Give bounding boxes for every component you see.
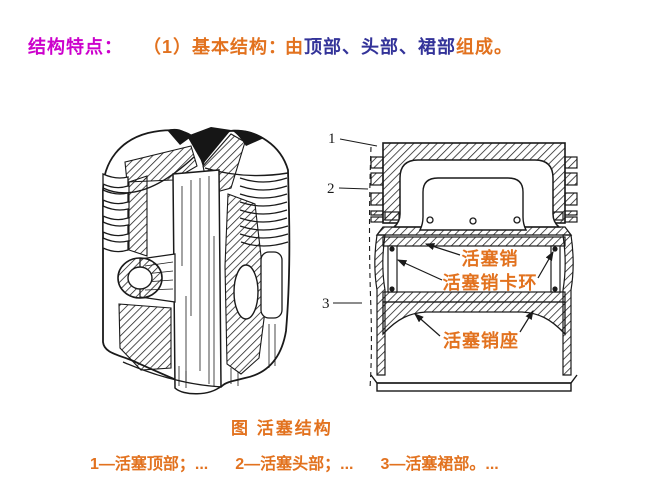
skirt-wall-right [562,234,574,376]
crown-notch-shadow [187,127,231,164]
headline-desc-suffix: 组成。 [456,37,513,57]
crown-notch-shadow-right [231,129,264,146]
inner-chamber [418,177,528,231]
pin-top-band [382,236,566,247]
piston-3d-cutaway-figure [102,127,291,395]
circlips [387,245,561,293]
chamber-holes [426,216,521,225]
label-piston-pin: 活塞销 [462,248,519,269]
callout-3: 3 [322,296,330,312]
skirt-wall-left [374,234,386,376]
skirt-shading [178,324,276,388]
crown-notch-shadow-left [167,128,191,145]
pin-hole [127,266,153,290]
skirt-bottom-edge [122,361,223,388]
left-cut-plane [128,175,148,257]
ring-sections-left [370,156,400,223]
skirt-bottom-rim [370,374,578,392]
legend-item-top: 1—活塞顶部；... [90,456,209,473]
ring-grooves-right [239,177,289,247]
label-pin-boss: 活塞销座 [443,330,519,351]
lower-left-cut [118,303,172,371]
legend-item-skirt: 3—活塞裙部。... [380,456,499,473]
strut-arch [233,264,259,320]
piston-cross-section-figure: 1 2 3 活塞销 活塞销卡环 活塞销座 [322,131,578,392]
skirt-panel [260,251,283,319]
callout-2: 2 [327,181,335,197]
circlip-dots [389,246,558,292]
headline-feature-label: 结构特点： [28,37,123,57]
headline-item-label: （1）基本结构： [143,37,288,57]
pin-boss-section [382,301,566,336]
headline-desc-parts: 顶部、头部、裙部 [304,37,456,57]
label-pin-circlip: 活塞销卡环 [443,272,538,293]
column-shading [181,176,215,386]
legend-item-head: 2—活塞头部；... [235,456,354,473]
pin-boss [117,253,176,303]
headline-description: 由顶部、头部、裙部组成。 [285,33,513,59]
label-arrows [396,243,554,337]
figure-legend: 1—活塞顶部；... 2—活塞头部；... 3—活塞裙部。... [90,450,499,474]
ring-grooves-left [102,172,129,253]
headline-desc-prefix: 由 [285,37,304,57]
callout-leaders [333,138,378,389]
pin-bottom-band [382,291,566,303]
figure-caption: 图 活塞结构 [231,419,333,438]
ring-sections-right [548,156,578,223]
callout-1: 1 [328,131,336,147]
